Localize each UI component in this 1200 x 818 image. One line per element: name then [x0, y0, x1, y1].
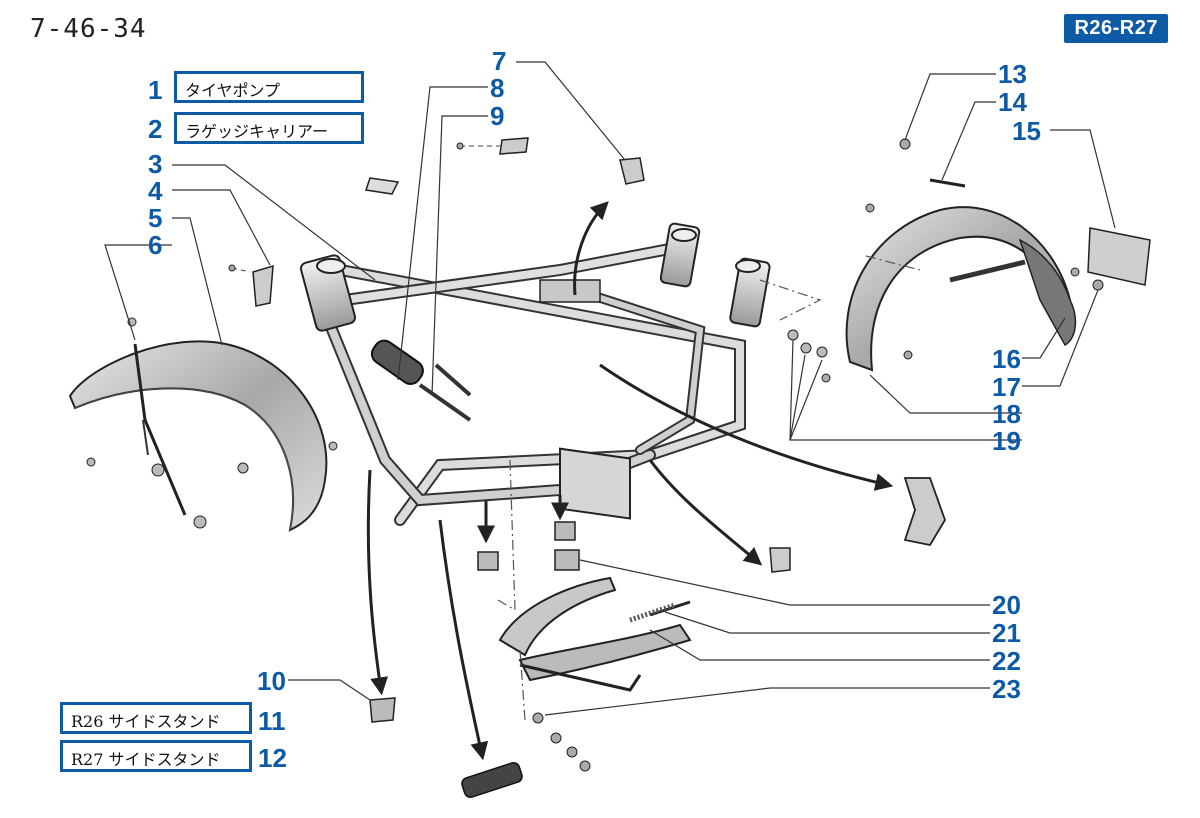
- callout-1: 1: [148, 75, 162, 105]
- callout-7: 7: [492, 46, 506, 76]
- model-badge: R26-R27: [1064, 14, 1168, 43]
- callout-21: 21: [992, 618, 1021, 648]
- label-text-r26-side-stand: R26 サイドスタンド: [71, 712, 221, 731]
- label-text-tire-pump: タイヤポンプ: [185, 81, 281, 100]
- callout-22: 22: [992, 646, 1021, 676]
- callout-10: 10: [257, 666, 286, 696]
- callout-14: 14: [998, 87, 1027, 117]
- label-box-r27-side-stand: R27 サイドスタンド: [60, 740, 252, 772]
- callout-16: 16: [992, 344, 1021, 374]
- callout-8: 8: [490, 73, 504, 103]
- callout-19: 19: [992, 426, 1021, 456]
- label-box-luggage-carrier: ラゲッジキャリアー: [174, 112, 364, 144]
- callout-5: 5: [148, 203, 162, 233]
- callout-20: 20: [992, 590, 1021, 620]
- callout-13: 13: [998, 59, 1027, 89]
- label-text-luggage-carrier: ラゲッジキャリアー: [185, 122, 329, 141]
- label-text-r27-side-stand: R27 サイドスタンド: [71, 750, 221, 769]
- page-number: 7-46-34: [30, 14, 147, 44]
- label-box-tire-pump: タイヤポンプ: [174, 71, 364, 103]
- callout-12: 12: [258, 743, 287, 773]
- side-stand-parts: [369, 547, 791, 798]
- tube-grip-part: [370, 339, 472, 422]
- small-parts-top-left: [228, 137, 645, 307]
- callout-15: 15: [1012, 116, 1041, 146]
- center-stand: [477, 521, 692, 772]
- callout-11: 11: [258, 706, 286, 736]
- main-frame: [299, 222, 771, 526]
- callout-4: 4: [148, 176, 163, 206]
- rear-fender: [787, 138, 1151, 383]
- callout-9: 9: [490, 101, 504, 131]
- callout-23: 23: [992, 674, 1021, 704]
- front-fender: [68, 317, 338, 532]
- assembly-arrows: [366, 201, 894, 761]
- label-box-r26-side-stand: R26 サイドスタンド: [60, 702, 252, 734]
- callout-6: 6: [148, 230, 162, 260]
- callout-2: 2: [148, 114, 162, 144]
- leader-lines: [104, 61, 1116, 716]
- callout-18: 18: [992, 399, 1021, 429]
- bracket-part: [903, 477, 946, 547]
- assembly-dash-lines: [497, 255, 921, 721]
- callout-3: 3: [148, 149, 162, 179]
- callout-17: 17: [992, 372, 1021, 402]
